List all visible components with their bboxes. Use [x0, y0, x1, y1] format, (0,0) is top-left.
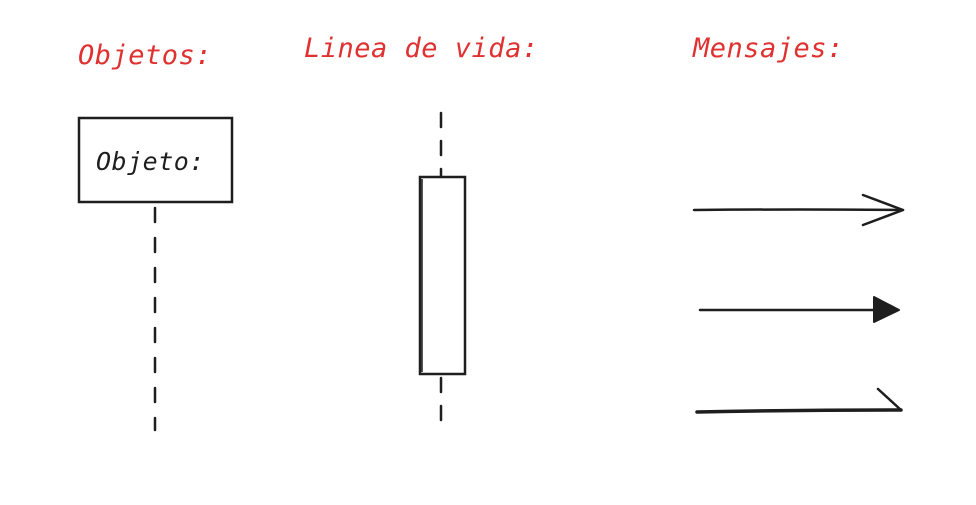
message-arrow-open-head [861, 193, 905, 227]
heading-messages: Mensajes: [692, 33, 844, 64]
lifeline-symbol [418, 111, 467, 426]
message-arrow-open-line [692, 208, 905, 212]
message-arrow-half [695, 387, 903, 414]
object-box-label: Objeto: [96, 147, 205, 176]
activation-bar [418, 175, 467, 376]
heading-lifeline: Linea de vida: [304, 33, 539, 64]
message-arrow-filled-head [873, 296, 900, 323]
message-arrow-filled [698, 296, 900, 323]
object-box [77, 116, 234, 204]
object-symbol: Objeto: [77, 116, 234, 432]
message-symbols [692, 193, 905, 414]
message-arrow-half-line [695, 408, 903, 414]
message-arrow-open [692, 193, 905, 227]
message-arrow-half-head [876, 387, 903, 412]
heading-objects: Objetos: [78, 40, 212, 71]
